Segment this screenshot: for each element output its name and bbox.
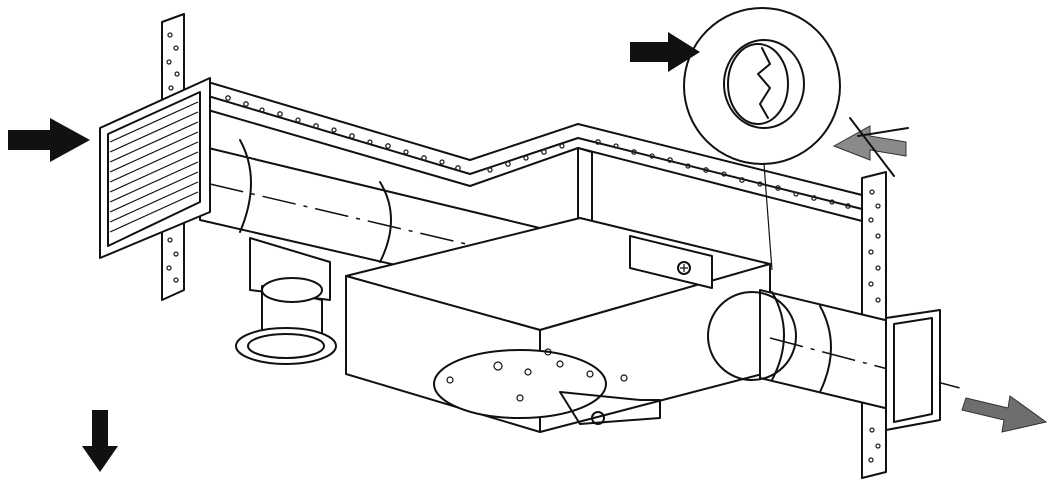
backdraft-damper-detail: [683, 7, 841, 271]
arrow-right-icon: [630, 32, 700, 72]
arrow-down-flow: [82, 410, 118, 472]
fan-housing: [345, 217, 771, 433]
arrow-right-icon: [961, 395, 1048, 433]
intake-grille: [99, 77, 211, 259]
arrow-top-intake: [630, 32, 700, 72]
arrow-left-intake: [8, 118, 90, 162]
arrow-down-icon: [82, 410, 118, 472]
exterior-vent: [885, 309, 941, 431]
arrow-backflow-blocked: [832, 117, 909, 177]
ceiling-grille: [235, 277, 337, 365]
arrow-right-exhaust: [961, 395, 1048, 433]
arrow-right-icon: [8, 118, 90, 162]
